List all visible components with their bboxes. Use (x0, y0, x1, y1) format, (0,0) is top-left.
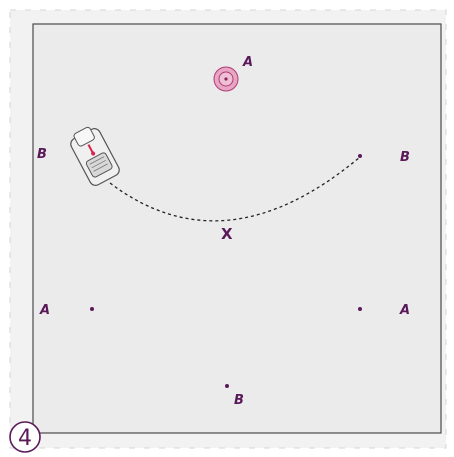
mark-dot-right-a (358, 307, 362, 311)
mark-dot-bottom-b (225, 384, 229, 388)
label-right-b: B (400, 150, 410, 165)
label-left-b: B (37, 147, 47, 162)
step-badge: 4 (10, 422, 40, 452)
label-right-a: A (399, 303, 410, 318)
step-number: 4 (18, 426, 32, 451)
label-top-a: A (242, 55, 253, 70)
mark-dot-right-b (358, 154, 362, 158)
label-bottom-b: B (234, 393, 244, 408)
mark-dot-left-a (90, 307, 94, 311)
center-mark: X (221, 225, 233, 243)
pivot-pin-icon (214, 67, 238, 91)
label-left-a: A (39, 303, 50, 318)
fabric-sheet (33, 24, 441, 433)
